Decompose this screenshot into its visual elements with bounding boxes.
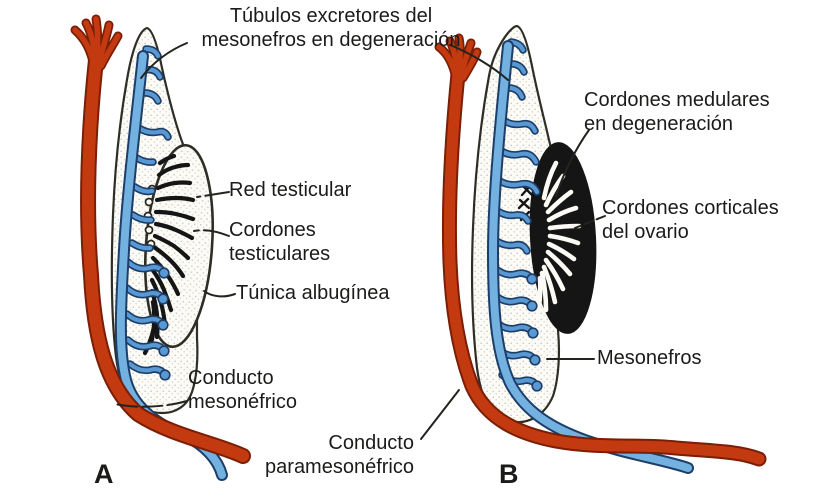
label-mesonefros: Mesonefros — [597, 347, 702, 369]
leader-conducto-paramesonefrico — [420, 389, 460, 440]
mesonephric-tubules-b — [495, 42, 543, 392]
paramesonephric-duct-b — [434, 33, 767, 467]
panel-letter-b: B — [499, 459, 519, 489]
leader-conducto-mesonefrico — [114, 400, 188, 408]
label-cordones-medulares: Cordones medulares en degeneración — [584, 89, 770, 135]
label-tubulos-line1: Túbulos excretores del — [229, 5, 433, 27]
panel-letter-a: A — [94, 459, 114, 489]
cortical-cords-white-rays — [535, 160, 582, 317]
leader-cordones-testiculares — [193, 229, 230, 237]
label-conducto-paramesonefrico: Conducto paramesonéfrico — [265, 432, 414, 478]
leader-tunica-albuginea — [203, 290, 236, 298]
label-conducto-mesonefrico: Conducto mesonéfrico — [188, 367, 297, 413]
leader-red-testicular — [196, 191, 230, 198]
leader-lines — [114, 42, 606, 440]
medullary-cord-remnants — [517, 183, 534, 222]
panel-b-drawing — [434, 24, 767, 468]
label-tubulos-excretores: Túbulos excretores del mesonefros en deg… — [183, 4, 479, 52]
leader-tubulos-to-a — [140, 42, 188, 79]
label-tunica-albuginea: Túnica albugínea — [236, 282, 390, 304]
label-cordones-corticales: Cordones corticales del ovario — [602, 197, 779, 243]
panel-a-drawing — [70, 14, 251, 475]
label-cordones-testiculares: Cordones testiculares — [229, 219, 331, 265]
leader-cordones-corticales — [574, 215, 606, 229]
leader-tubulos-to-b — [449, 44, 509, 81]
leader-cordones-medulares — [555, 129, 590, 197]
paramesonephric-duct-a — [70, 14, 251, 464]
mesonephric-tubules-a — [127, 49, 170, 381]
label-red-testicular: Red testicular — [229, 179, 352, 201]
label-tubulos-line2: mesonefros en degeneración — [201, 29, 461, 51]
